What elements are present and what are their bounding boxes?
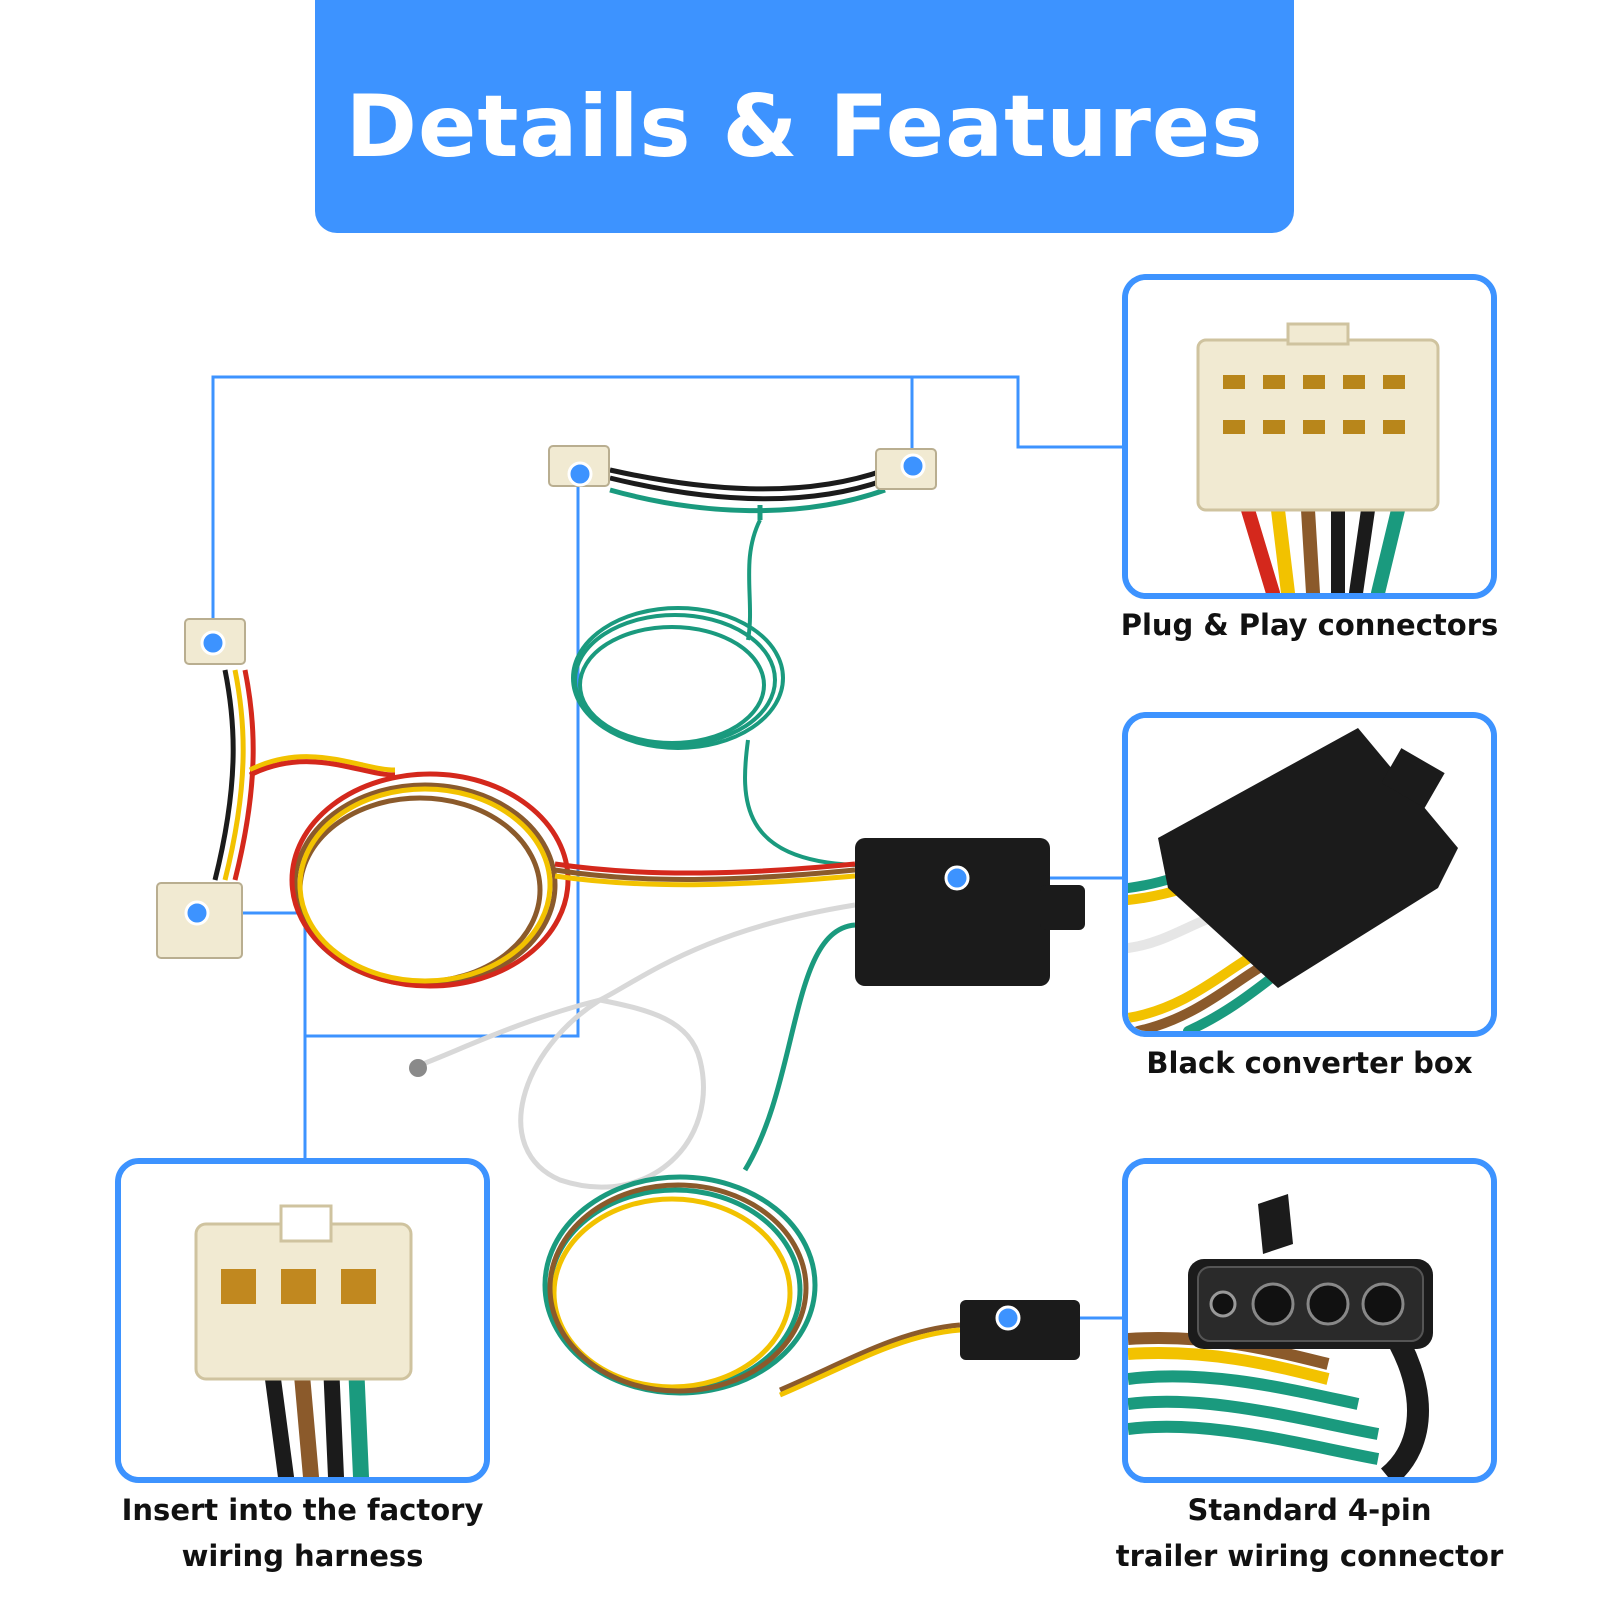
- left-lower-connector: [156, 882, 243, 959]
- brown-coil: [289, 771, 856, 989]
- caption-factory-line1: Insert into the factory: [121, 1493, 484, 1527]
- left-harness-wires: [212, 669, 396, 881]
- four-pin-connector: [960, 1300, 1080, 1360]
- panel-four-pin: [1122, 1158, 1497, 1483]
- panel-converter: [1122, 712, 1497, 1037]
- caption-plug-play: Plug & Play connectors: [1102, 602, 1517, 648]
- caption-factory-harness: Insert into the factory wiring harness: [85, 1487, 520, 1579]
- caption-plug-play-text: Plug & Play connectors: [1120, 608, 1499, 642]
- white-ground-wire: [419, 902, 856, 1190]
- top-right-connector: [875, 448, 937, 490]
- plug-play-connector-photo: [1128, 280, 1491, 593]
- converter-box-photo: [1128, 718, 1491, 1031]
- converter-box: [855, 838, 1085, 986]
- page-title: Details & Features: [345, 76, 1264, 177]
- caption-factory-line2: wiring harness: [181, 1539, 424, 1573]
- top-harness-wires: [609, 467, 886, 520]
- green-coil-bottom: [542, 922, 961, 1398]
- factory-connector-photo: [121, 1164, 484, 1477]
- header-banner: Details & Features: [315, 0, 1294, 233]
- top-left-connector: [548, 445, 610, 487]
- green-coil-top: [571, 519, 856, 867]
- caption-converter-text: Black converter box: [1146, 1046, 1473, 1080]
- panel-plug-play: [1122, 274, 1497, 599]
- four-pin-connector-photo: [1128, 1164, 1491, 1477]
- caption-converter: Black converter box: [1102, 1040, 1517, 1086]
- ring-terminal: [409, 1059, 427, 1077]
- caption-four-pin: Standard 4-pin trailer wiring connector: [1102, 1487, 1517, 1579]
- left-upper-connector: [184, 618, 246, 665]
- caption-four-pin-line2: trailer wiring connector: [1115, 1539, 1504, 1573]
- caption-four-pin-line1: Standard 4-pin: [1187, 1493, 1432, 1527]
- panel-factory-harness: [115, 1158, 490, 1483]
